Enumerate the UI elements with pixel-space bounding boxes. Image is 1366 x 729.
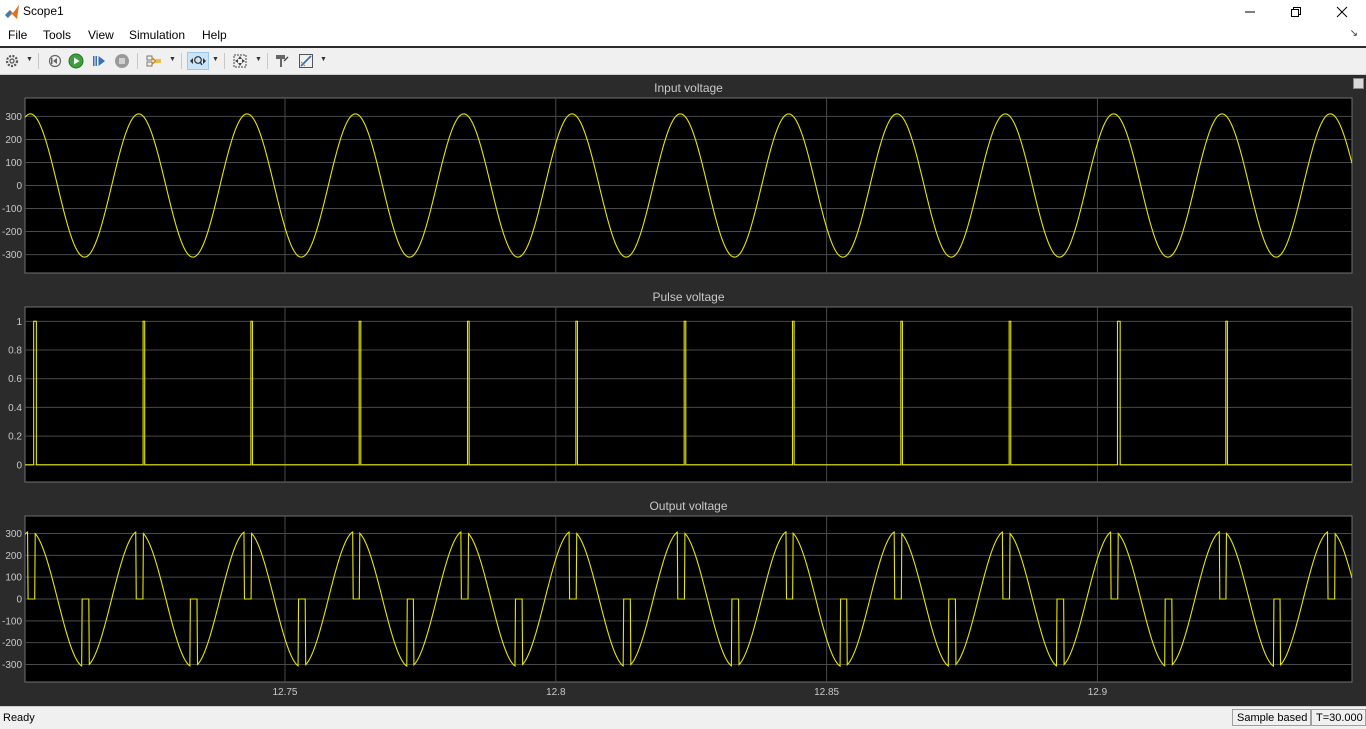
y-tick-label: 300 <box>5 529 22 540</box>
stop-icon <box>115 54 129 68</box>
toolbar: ▼ ▼ ▼ ▼ ▼ <box>0 48 1366 75</box>
y-tick-label: -300 <box>2 250 22 261</box>
run-icon <box>68 53 84 69</box>
y-tick-label: 0.4 <box>8 403 22 414</box>
toolbar-separator <box>181 53 182 69</box>
y-tick-label: 0.2 <box>8 432 22 443</box>
y-tick-label: -100 <box>2 616 22 627</box>
measure-icon <box>299 54 313 68</box>
scope-plots[interactable]: Input voltage-300-200-1000100200300Pulse… <box>0 76 1366 706</box>
y-tick-label: -200 <box>2 227 22 238</box>
toolbar-separator <box>267 53 268 69</box>
y-tick-label: 0 <box>16 460 22 471</box>
zoom-button[interactable] <box>187 52 209 70</box>
axes-title: Input voltage <box>654 81 723 95</box>
autoscale-dropdown-icon[interactable]: ▼ <box>255 56 262 63</box>
x-tick-label: 12.85 <box>814 687 839 698</box>
y-tick-label: 200 <box>5 551 22 562</box>
status-text: Ready <box>3 712 35 724</box>
restore-icon <box>1291 7 1301 17</box>
zoom-dropdown-icon[interactable]: ▼ <box>212 56 219 63</box>
y-tick-label: 100 <box>5 158 22 169</box>
menu-view[interactable]: View <box>88 28 114 42</box>
window-title: Scope1 <box>23 4 64 18</box>
minimize-button[interactable] <box>1227 0 1273 24</box>
y-tick-label: 0 <box>16 595 22 606</box>
signal-select-button[interactable] <box>145 52 163 70</box>
zoom-icon <box>190 56 206 66</box>
signal-line <box>25 530 1352 668</box>
menu-help[interactable]: Help <box>202 28 227 42</box>
style-icon <box>276 55 289 67</box>
style-button[interactable] <box>273 52 291 70</box>
menu-bar: File Tools View Simulation Help ↘ <box>0 24 1366 46</box>
y-tick-label: 1 <box>16 317 22 328</box>
y-tick-label: 0.8 <box>8 346 22 357</box>
y-tick-label: 0 <box>16 181 22 192</box>
x-tick-label: 12.8 <box>546 687 566 698</box>
matlab-logo-icon <box>5 5 19 19</box>
y-tick-label: -100 <box>2 204 22 215</box>
menu-simulation[interactable]: Simulation <box>129 28 186 42</box>
x-tick-label: 12.9 <box>1088 687 1108 698</box>
scope-axes-1[interactable]: Pulse voltage 0 0.2 0.4 0.6 0.8 1 <box>8 290 1353 483</box>
close-icon <box>1336 6 1348 18</box>
toolbar-separator <box>38 53 39 69</box>
menu-file[interactable]: File <box>8 28 28 42</box>
close-button[interactable] <box>1319 0 1365 24</box>
signal-line <box>25 113 1352 258</box>
autoscale-icon <box>233 54 247 68</box>
settings-dropdown-icon[interactable]: ▼ <box>26 56 33 63</box>
axes-background <box>24 306 1353 483</box>
y-tick-label: 100 <box>5 573 22 584</box>
axes-title: Pulse voltage <box>652 290 724 304</box>
signal-select-dropdown-icon[interactable]: ▼ <box>169 56 176 63</box>
step-back-button[interactable] <box>45 52 63 70</box>
menu-tools[interactable]: Tools <box>43 28 72 42</box>
signal-select-icon <box>146 55 161 67</box>
settings-button[interactable] <box>3 52 21 70</box>
autoscale-button[interactable] <box>231 52 249 70</box>
measure-dropdown-icon[interactable]: ▼ <box>320 56 327 63</box>
settings-icon <box>5 54 19 68</box>
y-tick-label: -200 <box>2 638 22 649</box>
y-tick-label: 200 <box>5 135 22 146</box>
step-forward-icon <box>93 56 105 66</box>
toolbar-separator <box>224 53 225 69</box>
step-forward-button[interactable] <box>90 52 108 70</box>
scope-axes-2[interactable]: Output voltage -300 -200 -100 0 100 200 300 12.7… <box>2 499 1353 698</box>
expand-toolstrip-icon[interactable] <box>1353 78 1364 89</box>
restore-button[interactable] <box>1273 0 1319 24</box>
y-tick-label: -300 <box>2 660 22 671</box>
stop-button[interactable] <box>113 52 131 70</box>
signal-line <box>25 320 1352 466</box>
run-button[interactable] <box>67 52 85 70</box>
sample-mode-indicator: Sample based <box>1232 709 1311 726</box>
step-back-icon <box>48 54 62 68</box>
toolbar-separator <box>137 53 138 69</box>
simulation-time: T=30.000 <box>1311 709 1366 726</box>
y-tick-label: 300 <box>5 112 22 123</box>
x-tick-label: 12.75 <box>272 687 297 698</box>
undock-arrow-icon[interactable]: ↘ <box>1349 28 1358 39</box>
status-bar: Ready Sample based T=30.000 <box>0 706 1366 729</box>
measure-button[interactable] <box>297 52 315 70</box>
title-bar: Scope1 <box>0 0 1366 24</box>
scope-axes-0[interactable]: Input voltage -300 -200 -100 0 100 200 300 <box>2 81 1353 274</box>
axes-title: Output voltage <box>649 499 727 513</box>
minimize-icon <box>1245 11 1255 13</box>
y-tick-label: 0.6 <box>8 374 22 385</box>
